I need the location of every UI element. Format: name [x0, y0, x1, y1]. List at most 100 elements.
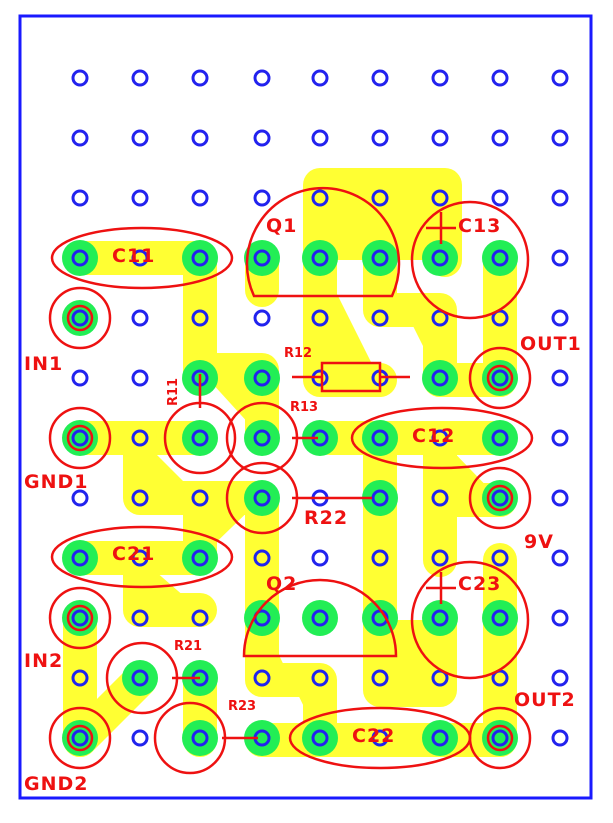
drill-hole	[311, 609, 329, 627]
drill-hole	[131, 369, 149, 387]
drill-hole	[491, 489, 509, 507]
drill-hole	[371, 309, 389, 327]
solder-pad	[62, 240, 98, 276]
drill-hole	[551, 729, 569, 747]
terminal-inner-ring	[486, 724, 514, 752]
solder-pad	[302, 240, 338, 276]
in1-ring	[48, 286, 112, 350]
drill-hole	[371, 129, 389, 147]
solder-pad	[422, 360, 458, 396]
drill-hole	[431, 489, 449, 507]
c11-outline	[50, 226, 234, 290]
solder-pad	[482, 600, 518, 636]
9v-ring	[468, 466, 532, 530]
drill-hole	[431, 189, 449, 207]
drill-hole	[71, 609, 89, 627]
drill-hole	[551, 609, 569, 627]
drill-hole	[131, 69, 149, 87]
drill-hole	[253, 549, 271, 567]
drill-hole	[491, 369, 509, 387]
solder-pad	[62, 540, 98, 576]
drill-hole	[551, 129, 569, 147]
solder-pad	[362, 420, 398, 456]
solder-pad	[422, 600, 458, 636]
solder-pad	[302, 600, 338, 636]
c12-outline	[350, 406, 534, 470]
solder-pad	[482, 420, 518, 456]
drill-hole	[253, 369, 271, 387]
drill-hole	[131, 609, 149, 627]
out2-ring	[468, 706, 532, 770]
drill-hole	[311, 729, 329, 747]
drill-hole	[431, 549, 449, 567]
drill-hole	[253, 429, 271, 447]
drill-hole	[551, 669, 569, 687]
solder-pad	[182, 720, 218, 756]
label-gnd2: GND2	[24, 773, 89, 795]
drill-hole	[191, 69, 209, 87]
solder-pad	[482, 240, 518, 276]
pad-grid	[62, 69, 569, 756]
drill-hole	[491, 549, 509, 567]
drill-hole	[431, 609, 449, 627]
label-c22: C22	[352, 725, 395, 747]
drill-hole	[71, 129, 89, 147]
label-q2: Q2	[266, 573, 297, 595]
solder-pad	[244, 720, 280, 756]
solder-pad	[244, 420, 280, 456]
drill-hole	[371, 489, 389, 507]
drill-hole	[311, 69, 329, 87]
c21-outline	[50, 525, 234, 589]
silkscreen-outlines	[48, 186, 534, 775]
drill-hole	[253, 309, 271, 327]
drill-hole	[71, 369, 89, 387]
label-c12: C12	[412, 425, 455, 447]
drill-hole	[371, 729, 389, 747]
drill-hole	[131, 309, 149, 327]
c13-outline	[410, 200, 530, 320]
drill-hole	[191, 489, 209, 507]
solder-pad	[302, 420, 338, 456]
drill-hole	[191, 729, 209, 747]
drill-hole	[491, 69, 509, 87]
solder-pad	[244, 360, 280, 396]
drill-hole	[371, 69, 389, 87]
label-c11: C11	[112, 245, 155, 267]
drill-hole	[71, 489, 89, 507]
drill-hole	[431, 729, 449, 747]
drill-hole	[551, 369, 569, 387]
drill-hole	[71, 249, 89, 267]
label-c13: C13	[458, 215, 501, 237]
drill-hole	[131, 249, 149, 267]
drill-hole	[491, 429, 509, 447]
q1-outline	[245, 186, 401, 298]
terminal-inner-ring	[66, 724, 94, 752]
solder-pad	[244, 600, 280, 636]
label-in2: IN2	[24, 650, 63, 672]
drill-hole	[551, 309, 569, 327]
label-gnd1: GND1	[24, 471, 89, 493]
solder-pad	[182, 420, 218, 456]
drill-hole	[371, 429, 389, 447]
drill-hole	[431, 129, 449, 147]
q2-outline	[242, 578, 398, 658]
drill-hole	[311, 189, 329, 207]
label-r23: R23	[228, 699, 256, 714]
drill-hole	[131, 669, 149, 687]
gnd1-ring	[48, 406, 112, 470]
drill-hole	[191, 429, 209, 447]
copper-traces	[63, 168, 517, 757]
drill-hole	[253, 129, 271, 147]
out1-ring	[468, 346, 532, 410]
label-r22: R22	[304, 507, 348, 529]
drill-hole	[191, 309, 209, 327]
silkscreen-labels: C11 Q1 C13 IN1 OUT1 R12 R11 R13 C12 GND1…	[24, 215, 581, 795]
drill-hole	[551, 189, 569, 207]
solder-pad	[244, 240, 280, 276]
solder-pad	[244, 480, 280, 516]
c23-outline	[410, 560, 530, 680]
drill-hole	[71, 729, 89, 747]
drill-hole	[131, 489, 149, 507]
drill-hole	[311, 549, 329, 567]
drill-hole	[311, 129, 329, 147]
